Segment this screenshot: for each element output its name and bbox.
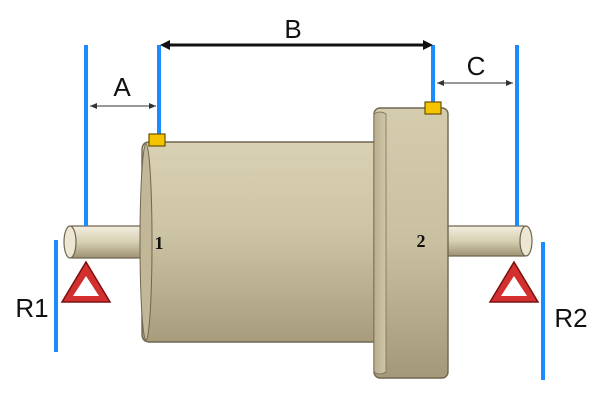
triangle-support-icon: [488, 260, 540, 303]
square-marker-icon: [148, 133, 166, 147]
plane1-label: 1: [155, 233, 164, 253]
dimension-b: [160, 40, 433, 50]
support-r2-label: R2: [554, 303, 587, 333]
rotor-disk: [373, 107, 449, 379]
plane-lines: [54, 45, 545, 380]
plane2-label: 2: [417, 231, 426, 251]
square-marker-icon: [424, 101, 442, 115]
support-r1-label: R1: [15, 293, 48, 323]
dimension-a: [90, 103, 156, 109]
right-shaft: [439, 225, 533, 257]
dimension-c: [437, 80, 513, 86]
triangle-support-icon: [60, 260, 112, 303]
dimension-b-label: B: [284, 14, 301, 44]
dimension-a-label: A: [113, 72, 131, 102]
rotor-body: [139, 141, 376, 343]
dimension-c-label: C: [467, 51, 486, 81]
